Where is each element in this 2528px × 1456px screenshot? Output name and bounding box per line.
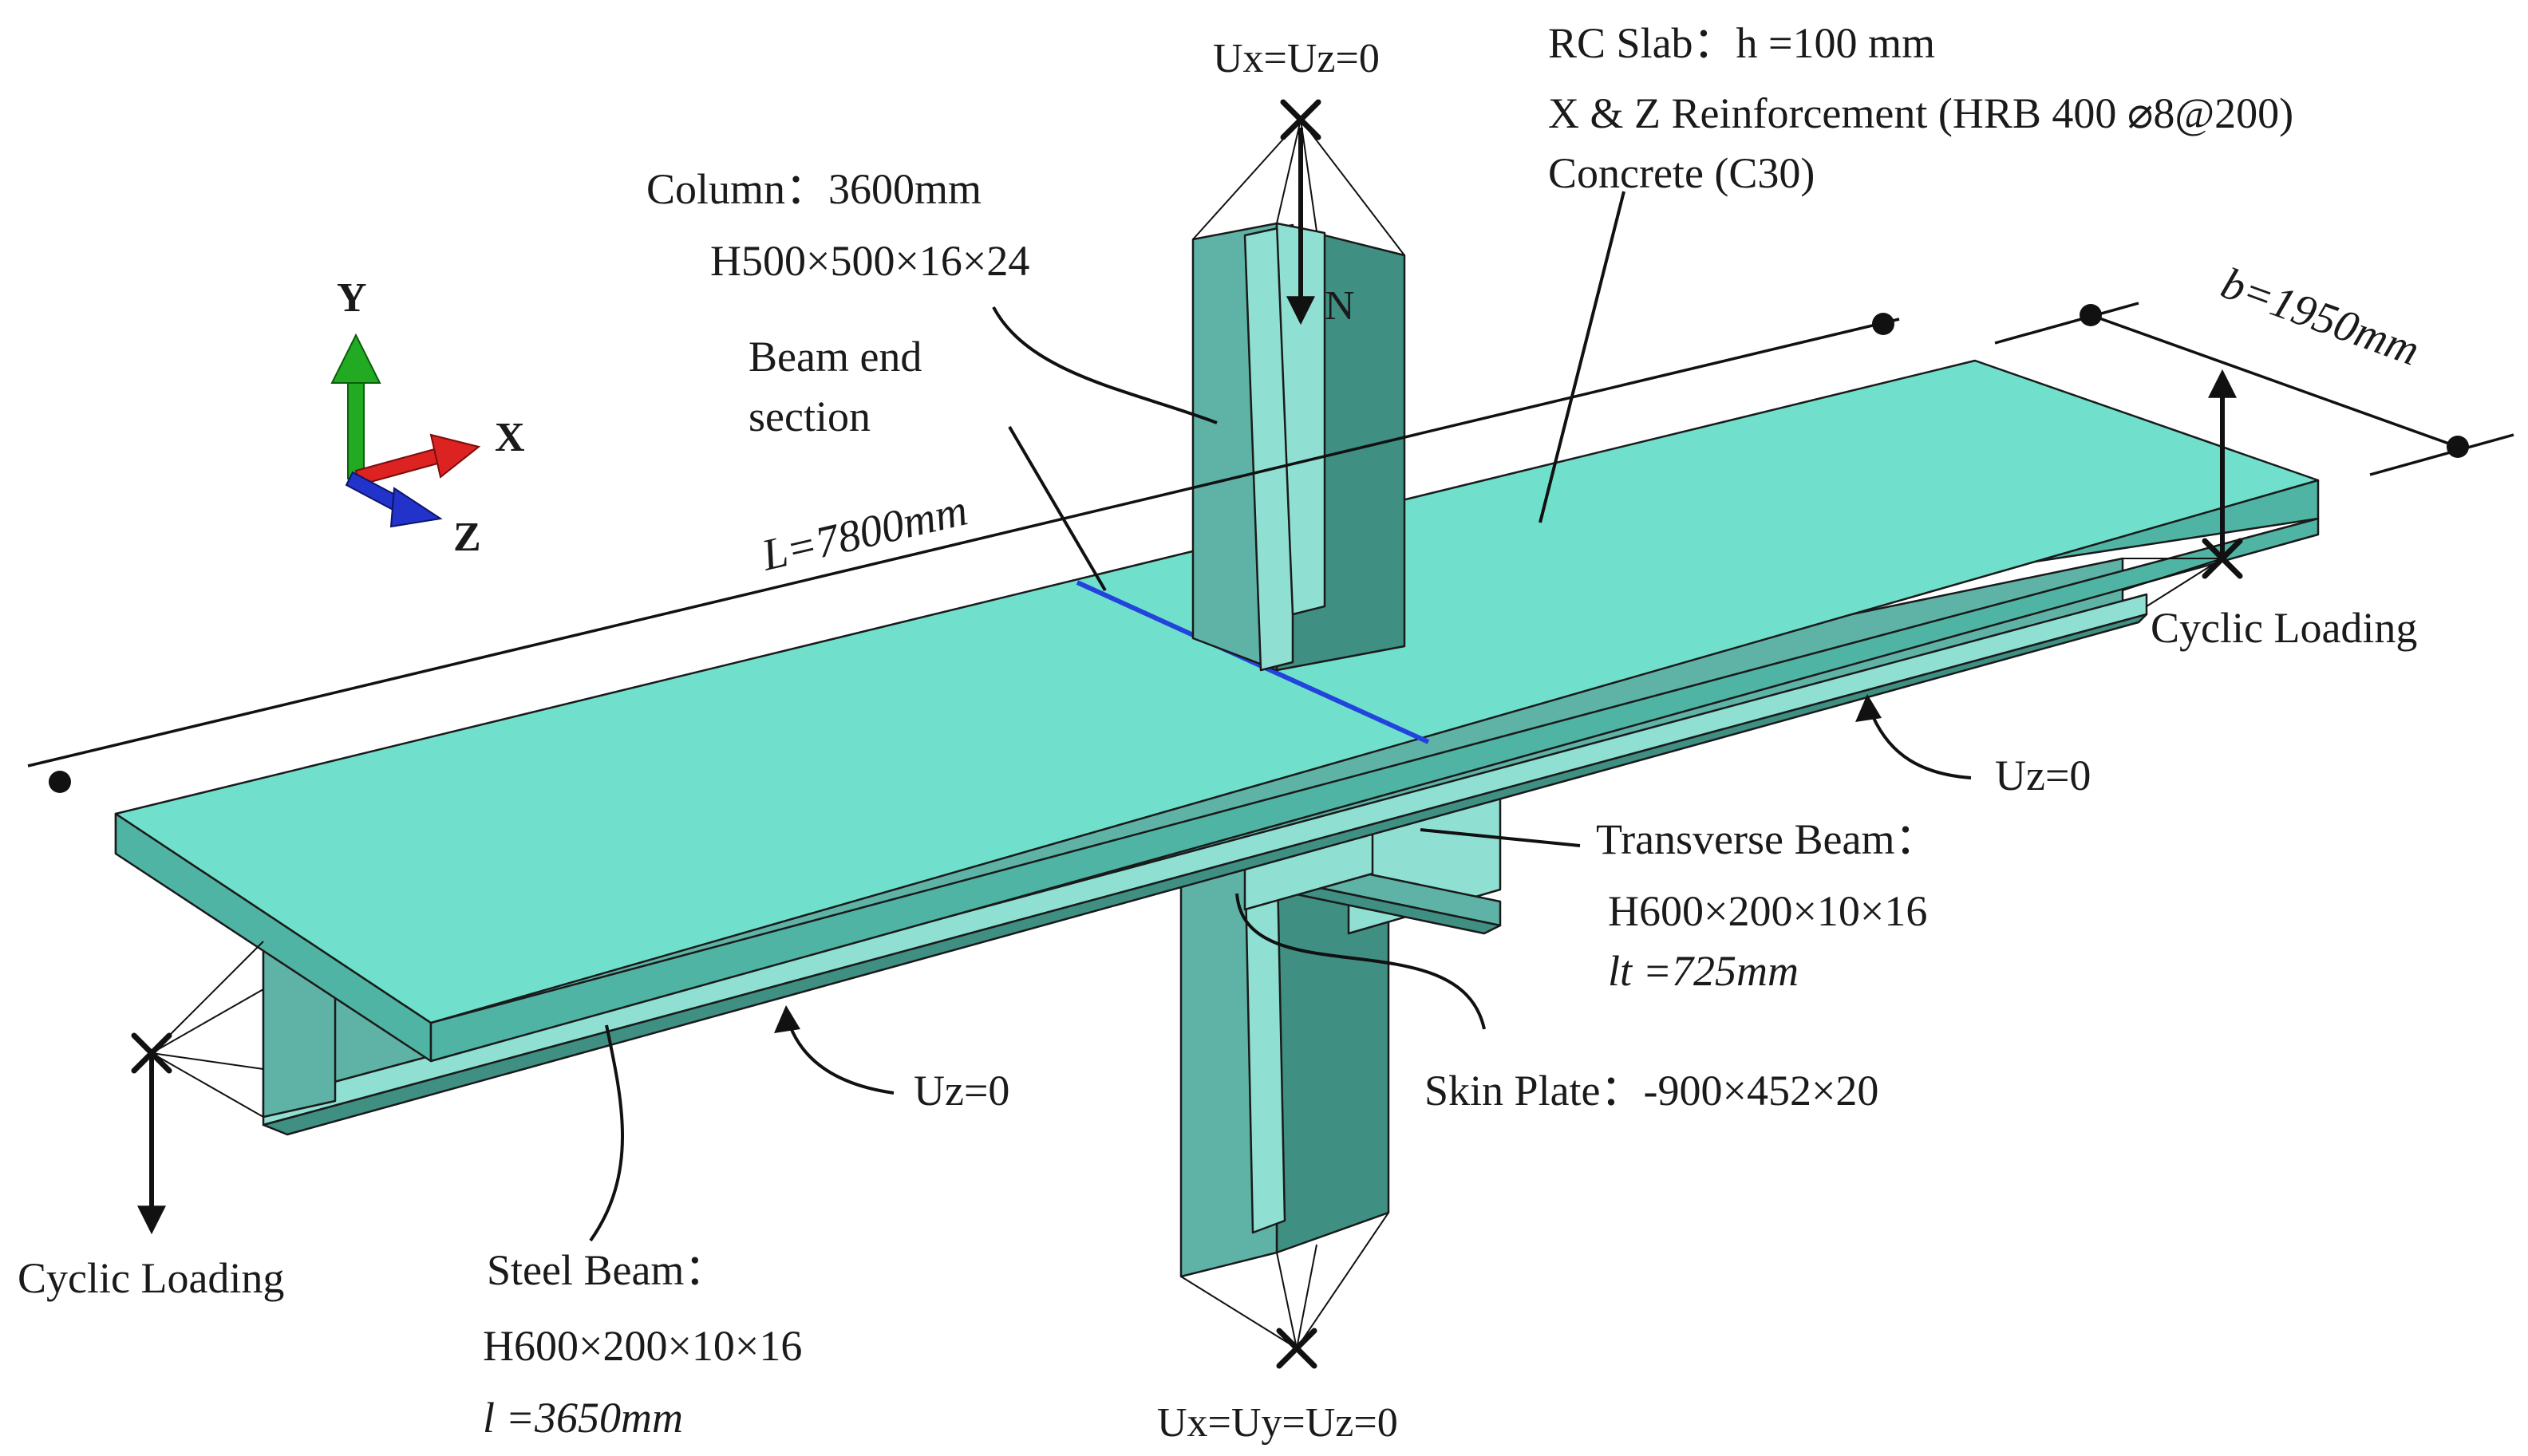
slab-width-label: b=1950mm — [2215, 258, 2426, 376]
beam-end-label-2: section — [749, 393, 871, 440]
beam-end-leader — [1008, 425, 1107, 592]
top-support-label: Ux=Uz=0 — [1213, 36, 1380, 81]
lower-column — [1179, 796, 1390, 1278]
bottom-support-lines — [1180, 1212, 1389, 1349]
beam-end-section-line — [1076, 580, 1430, 744]
bottom-support-label: Ux=Uy=Uz=0 — [1157, 1400, 1398, 1446]
span-dimension-line — [27, 313, 1900, 793]
width-dimension-line — [1994, 302, 2514, 476]
transverse-beam-title-label: Transverse Beam： — [1596, 815, 1937, 863]
uz-right-arrowhead-icon — [1855, 694, 1882, 722]
steel-beam-section-label: H600×200×10×16 — [483, 1322, 802, 1370]
rc-slab — [114, 359, 2320, 1063]
slab-title-label: RC Slab：h =100 mm — [1548, 19, 1935, 67]
cyclic-loading-right-label: Cyclic Loading — [2151, 604, 2417, 652]
x-axis-arrow-icon — [354, 433, 481, 487]
right-support-lines — [2122, 558, 2223, 607]
slab-concrete-label: Concrete (C30) — [1548, 149, 1815, 197]
skin-plate-leader — [1235, 893, 1486, 1030]
axis-label-x: X — [495, 415, 525, 460]
uz-right-label: Uz=0 — [1995, 752, 2091, 799]
z-axis-arrow-icon — [345, 471, 443, 528]
bottom-support-x-icon — [1276, 1328, 1317, 1369]
beam-end-label-1: Beam end — [749, 333, 922, 381]
uz-left-leader — [784, 1012, 895, 1095]
y-axis-arrow-icon — [330, 333, 381, 479]
axis-label-z: Z — [453, 515, 481, 560]
transverse-beam-leader — [1420, 828, 1581, 847]
skin-plate-label: Skin Plate：-900×452×20 — [1424, 1067, 1878, 1115]
column-leader — [992, 306, 1218, 424]
slab-leader — [1539, 191, 1625, 523]
slab-reinforcement-label: X & Z Reinforcement (HRB 400 ⌀8@200) — [1548, 89, 2293, 137]
uz-right-leader — [1866, 701, 1972, 779]
left-support-lines — [151, 941, 264, 1118]
column-section-label: H500×500×16×24 — [710, 237, 1029, 285]
column-name-label: Column：3600mm — [646, 165, 982, 213]
uz-left-label: Uz=0 — [914, 1067, 1009, 1115]
steel-beam-leader — [589, 1024, 624, 1242]
uz-left-arrowhead-icon — [774, 1005, 800, 1033]
transverse-beam-section-label: H600×200×10×16 — [1608, 887, 1927, 935]
top-support-x-icon — [1280, 99, 1321, 140]
axis-label-y: Y — [337, 275, 367, 321]
steel-beam-length-label: l =3650mm — [483, 1394, 683, 1442]
cyclic-loading-left-label: Cyclic Loading — [18, 1254, 284, 1302]
steel-beam-title-label: Steel Beam： — [487, 1246, 727, 1294]
transverse-beam-length-label: lt =725mm — [1608, 947, 1799, 995]
axial-load-label: N — [1325, 283, 1355, 329]
axis-triad: Y X Z — [330, 275, 525, 560]
